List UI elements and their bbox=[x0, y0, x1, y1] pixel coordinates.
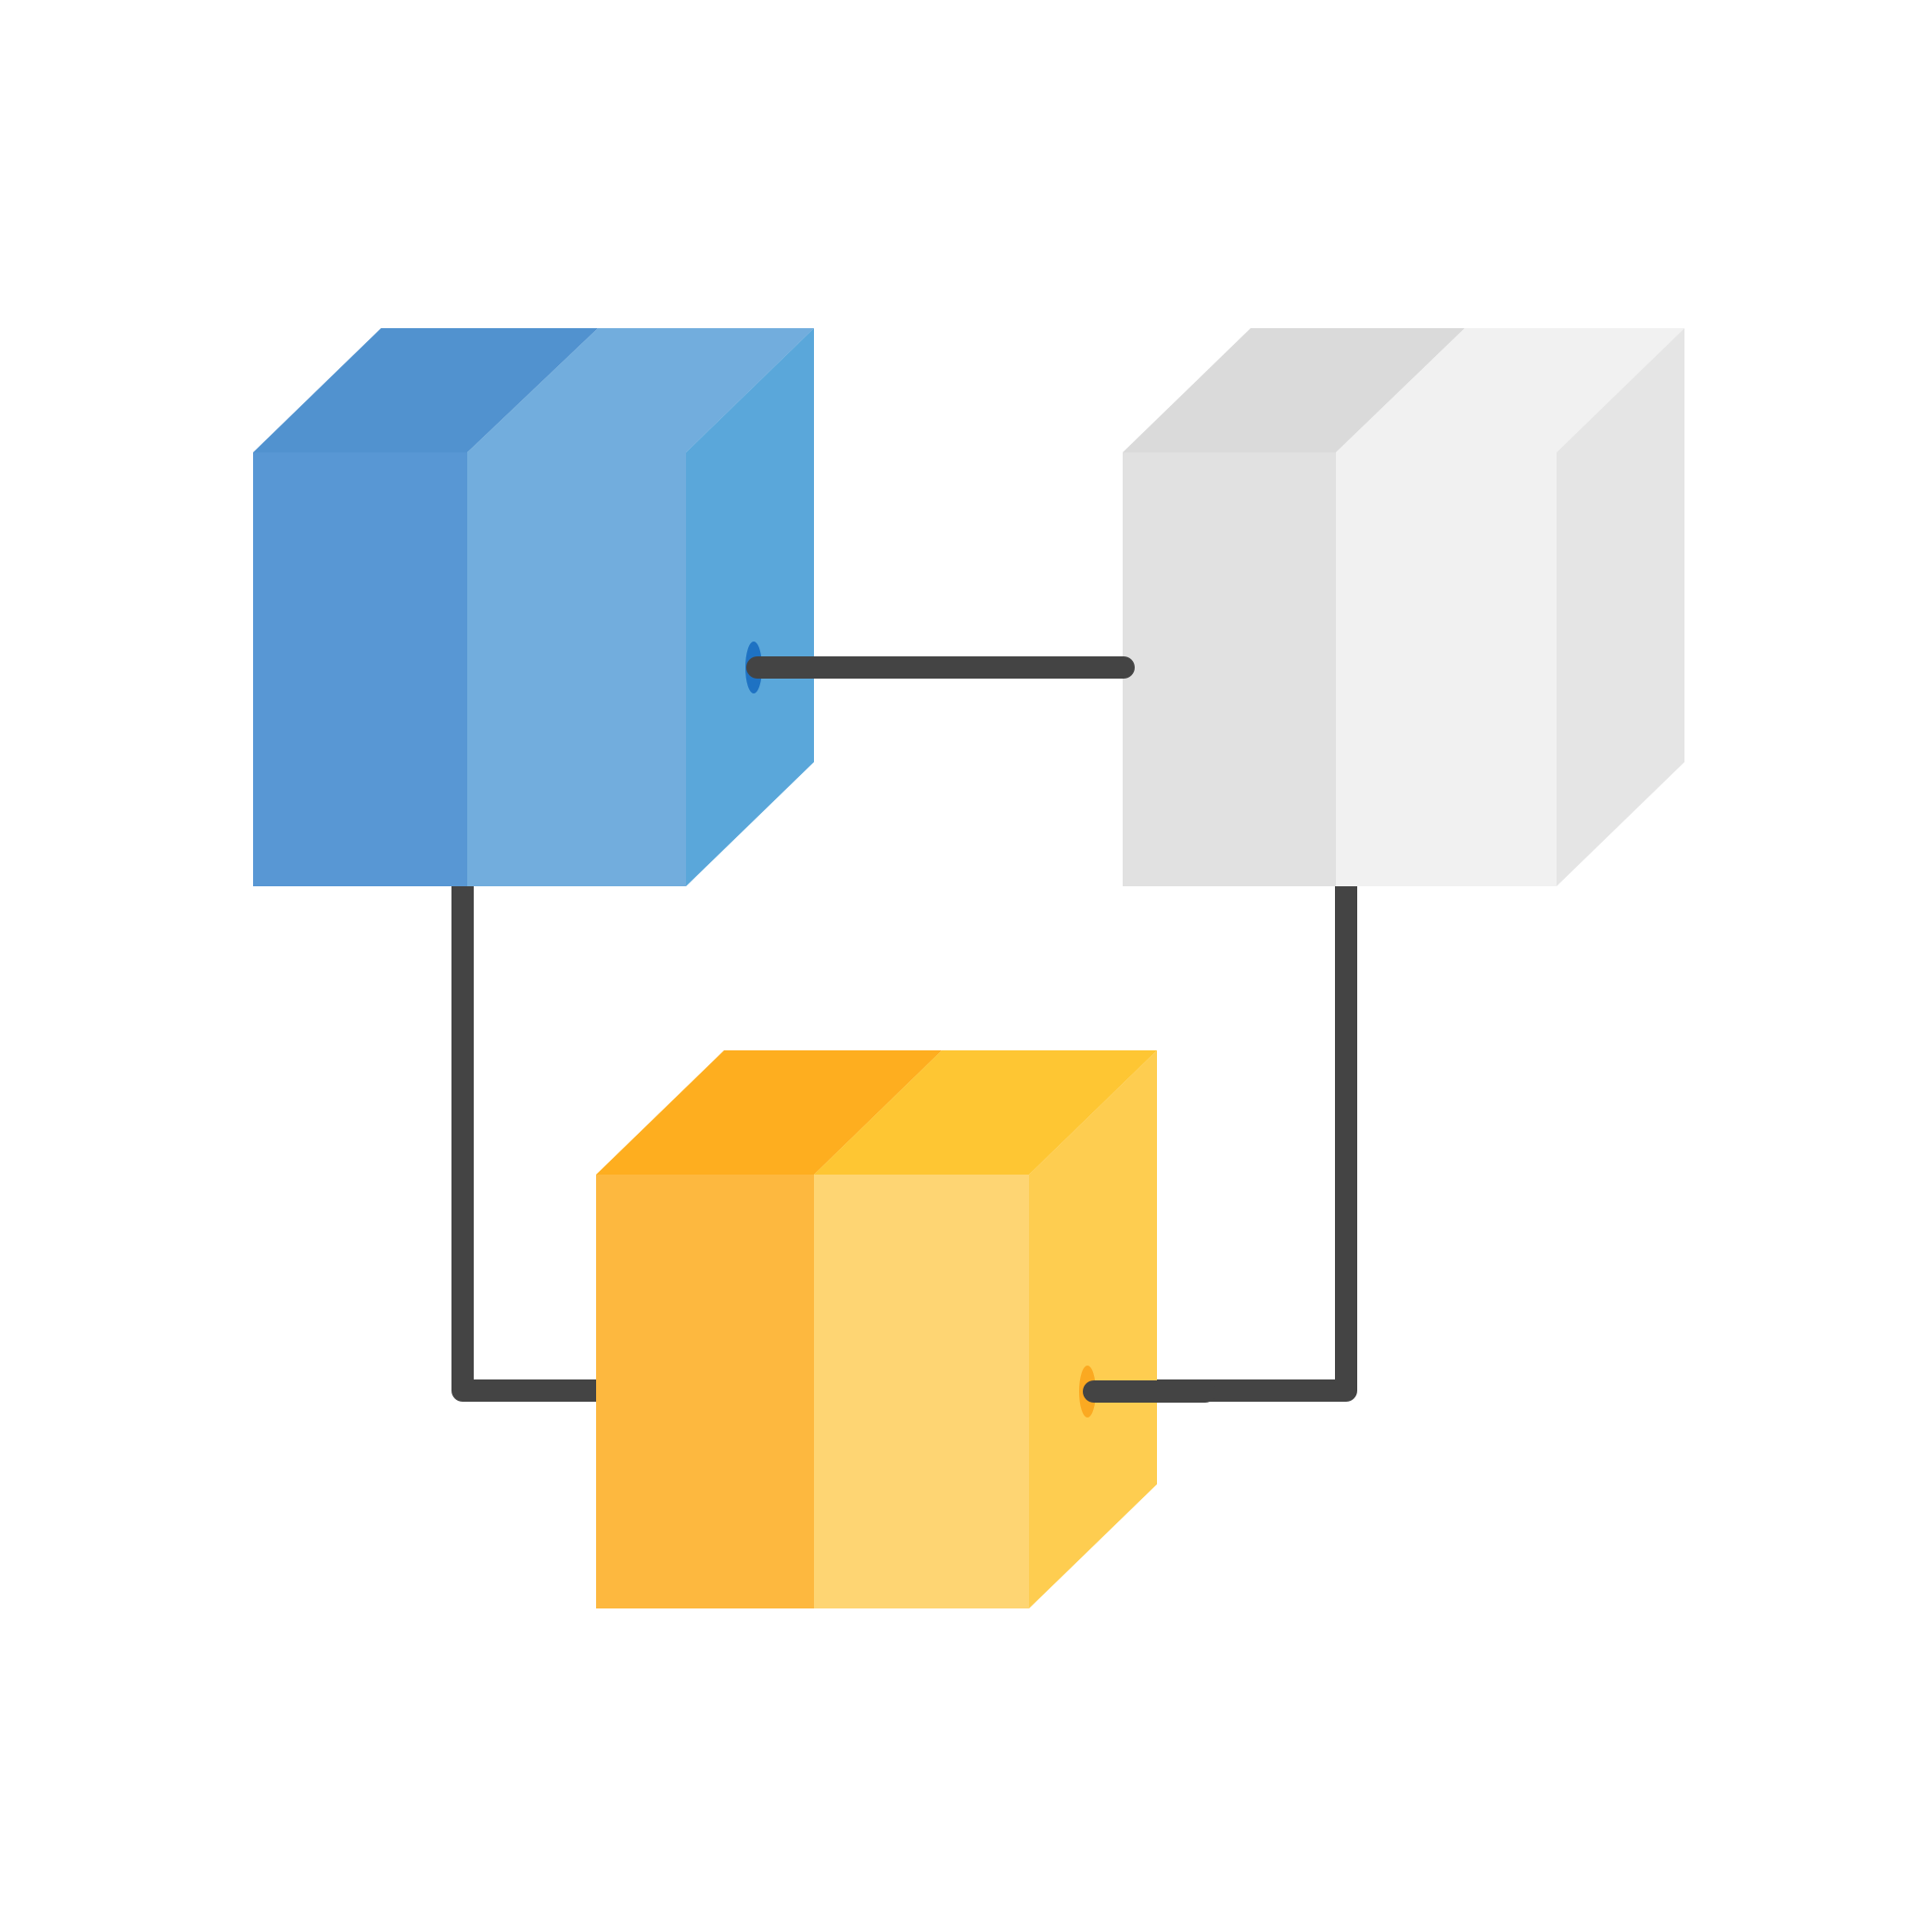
gray-cube-top-right bbox=[1336, 328, 1684, 452]
blue-cube-top-left bbox=[253, 328, 598, 452]
yellow-cube bbox=[596, 1050, 1157, 1608]
gray-cube-side bbox=[1557, 328, 1684, 886]
gray-cube bbox=[1123, 328, 1684, 886]
yellow-cube-top-left bbox=[596, 1050, 942, 1175]
blue-cube-top-right bbox=[467, 328, 814, 452]
yellow-cube-front-left bbox=[596, 1175, 814, 1608]
blue-cube-front-left bbox=[253, 452, 467, 886]
yellow-cube-top-right bbox=[814, 1050, 1157, 1175]
gray-cube-front-right bbox=[1336, 452, 1557, 886]
yellow-cube-side bbox=[1029, 1050, 1157, 1608]
gray-cube-top-left bbox=[1123, 328, 1465, 452]
gray-cube-front-left bbox=[1123, 452, 1336, 886]
blue-cube-side bbox=[686, 328, 814, 886]
link-blue-to-yellow bbox=[451, 874, 623, 1402]
yellow-cube-front-right bbox=[814, 1175, 1029, 1608]
blue-cube-front-right bbox=[467, 452, 686, 886]
blue-cube bbox=[253, 328, 814, 886]
